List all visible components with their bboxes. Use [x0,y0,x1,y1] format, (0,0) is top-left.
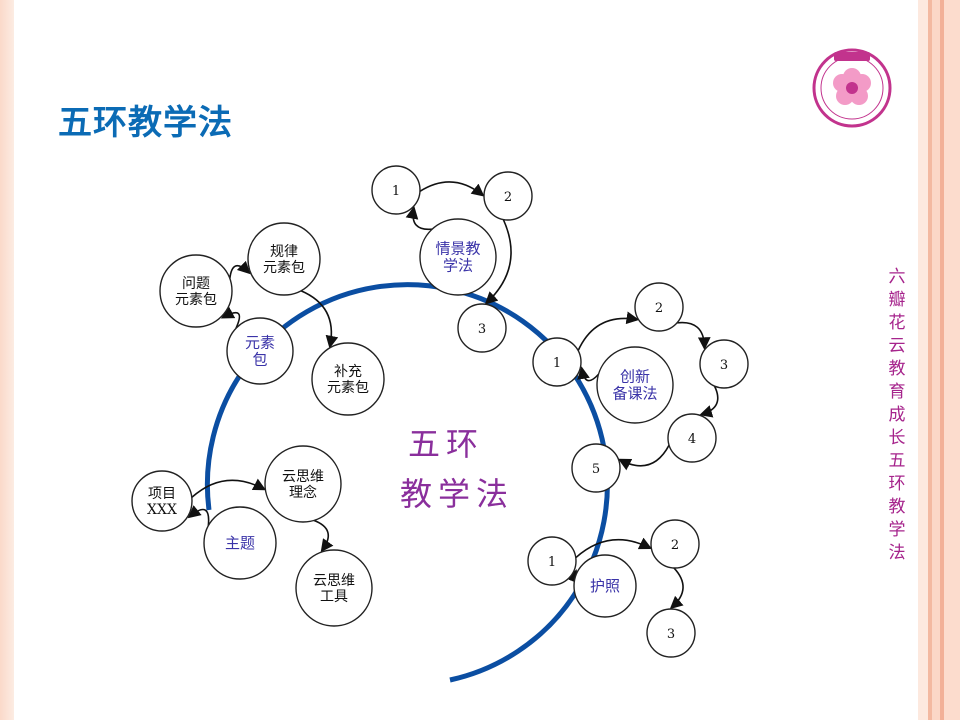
node-circle-hz3 [646,608,696,658]
node-label-cx5: 5 [592,462,600,477]
edge-cx3-cx4 [699,385,719,418]
node-cx1: 1 [532,337,582,387]
edge-ys-wt [220,306,241,329]
edge-ysw-gj [313,519,334,553]
node-circle-cx3 [699,339,749,389]
node-circle-gj [295,549,373,627]
node-circle-zt [203,506,277,580]
edge-qj-qj1 [405,205,433,231]
diagram-edges [187,181,719,610]
node-circle-wt [159,254,233,328]
node-hz3: 3 [646,608,696,658]
edge-cx1-cx2 [577,311,640,351]
node-label-ys: 元素包 [245,334,275,369]
center-label-line1: 五环 [408,425,484,463]
node-cx: 创新备课法 [596,346,674,424]
edge-hz1-hz2 [575,537,653,559]
node-label-qj3: 3 [478,322,486,337]
node-label-hz3: 3 [667,627,675,642]
node-label-zt: 主题 [225,534,255,552]
edge-cx-cx1 [577,366,600,382]
node-circle-hz2 [650,519,700,569]
node-label-hz: 护照 [590,577,620,595]
side-vertical-label: 六瓣花云教育成长五环教学法 [888,267,906,563]
node-circle-gl [247,222,321,296]
node-circle-hz1 [527,536,577,586]
node-label-cx1: 1 [553,356,561,371]
node-label-hz2: 2 [671,538,679,553]
node-qj: 情景教学法 [419,218,497,296]
node-label-gj: 云思维工具 [313,573,355,605]
node-circle-ys [226,317,294,385]
node-qj3: 3 [457,303,507,353]
edge-hz2-hz3 [669,567,684,610]
node-circle-qj1 [371,165,421,215]
edge-xm-ysw [191,478,267,499]
node-cx5: 5 [571,443,621,493]
node-ysw: 云思维理念 [264,445,342,523]
node-bc: 补充元素包 [311,342,385,416]
edge-gl-bc [300,290,339,349]
node-wt: 问题元素包 [159,254,233,328]
center-label-line2: 教学法 [400,475,514,513]
node-qj2: 2 [483,171,533,221]
node-label-cx2: 2 [655,301,663,316]
node-label-hz1: 1 [548,555,556,570]
node-circle-cx1 [532,337,582,387]
node-circle-hz [573,554,637,618]
node-circle-cx [596,346,674,424]
node-label-qj: 情景教学法 [435,240,480,275]
node-circle-cx4 [667,413,717,463]
edge-wt-gl [229,260,251,279]
node-circle-qj2 [483,171,533,221]
node-label-cx4: 4 [688,432,696,447]
edge-zt-xm [187,505,210,527]
node-cx2: 2 [634,282,684,332]
left-decor-bar [0,0,14,720]
edge-cx4-cx5 [617,444,670,471]
node-gl: 规律元素包 [247,222,321,296]
edge-qj1-qj2 [419,181,485,197]
node-gj: 云思维工具 [295,549,373,627]
node-label-ysw: 云思维理念 [282,469,324,501]
node-label-cx3: 3 [720,358,728,373]
node-circle-cx2 [634,282,684,332]
node-cx4: 4 [667,413,717,463]
edge-qj2-qj3 [484,219,512,305]
node-label-bc: 补充元素包 [327,364,369,396]
edge-cx2-cx3 [676,321,711,351]
page-title: 五环教学法 [58,103,233,143]
node-circle-bc [311,342,385,416]
logo-seal-icon [812,48,892,128]
node-circle-qj3 [457,303,507,353]
node-circle-xm [131,470,193,532]
node-cx3: 3 [699,339,749,389]
node-label-qj2: 2 [504,190,512,205]
node-label-wt: 问题元素包 [175,276,217,308]
node-circle-cx5 [571,443,621,493]
node-label-qj1: 1 [392,184,400,199]
node-hz2: 2 [650,519,700,569]
node-label-gl: 规律元素包 [263,244,305,276]
node-zt: 主题 [203,506,277,580]
node-ys: 元素包 [226,317,294,385]
node-circle-ysw [264,445,342,523]
right-decor-bar [918,0,960,720]
node-label-cx: 创新备课法 [612,368,657,403]
node-circle-qj [419,218,497,296]
node-qj1: 1 [371,165,421,215]
node-hz: 护照 [573,554,637,618]
node-hz1: 1 [527,536,577,586]
